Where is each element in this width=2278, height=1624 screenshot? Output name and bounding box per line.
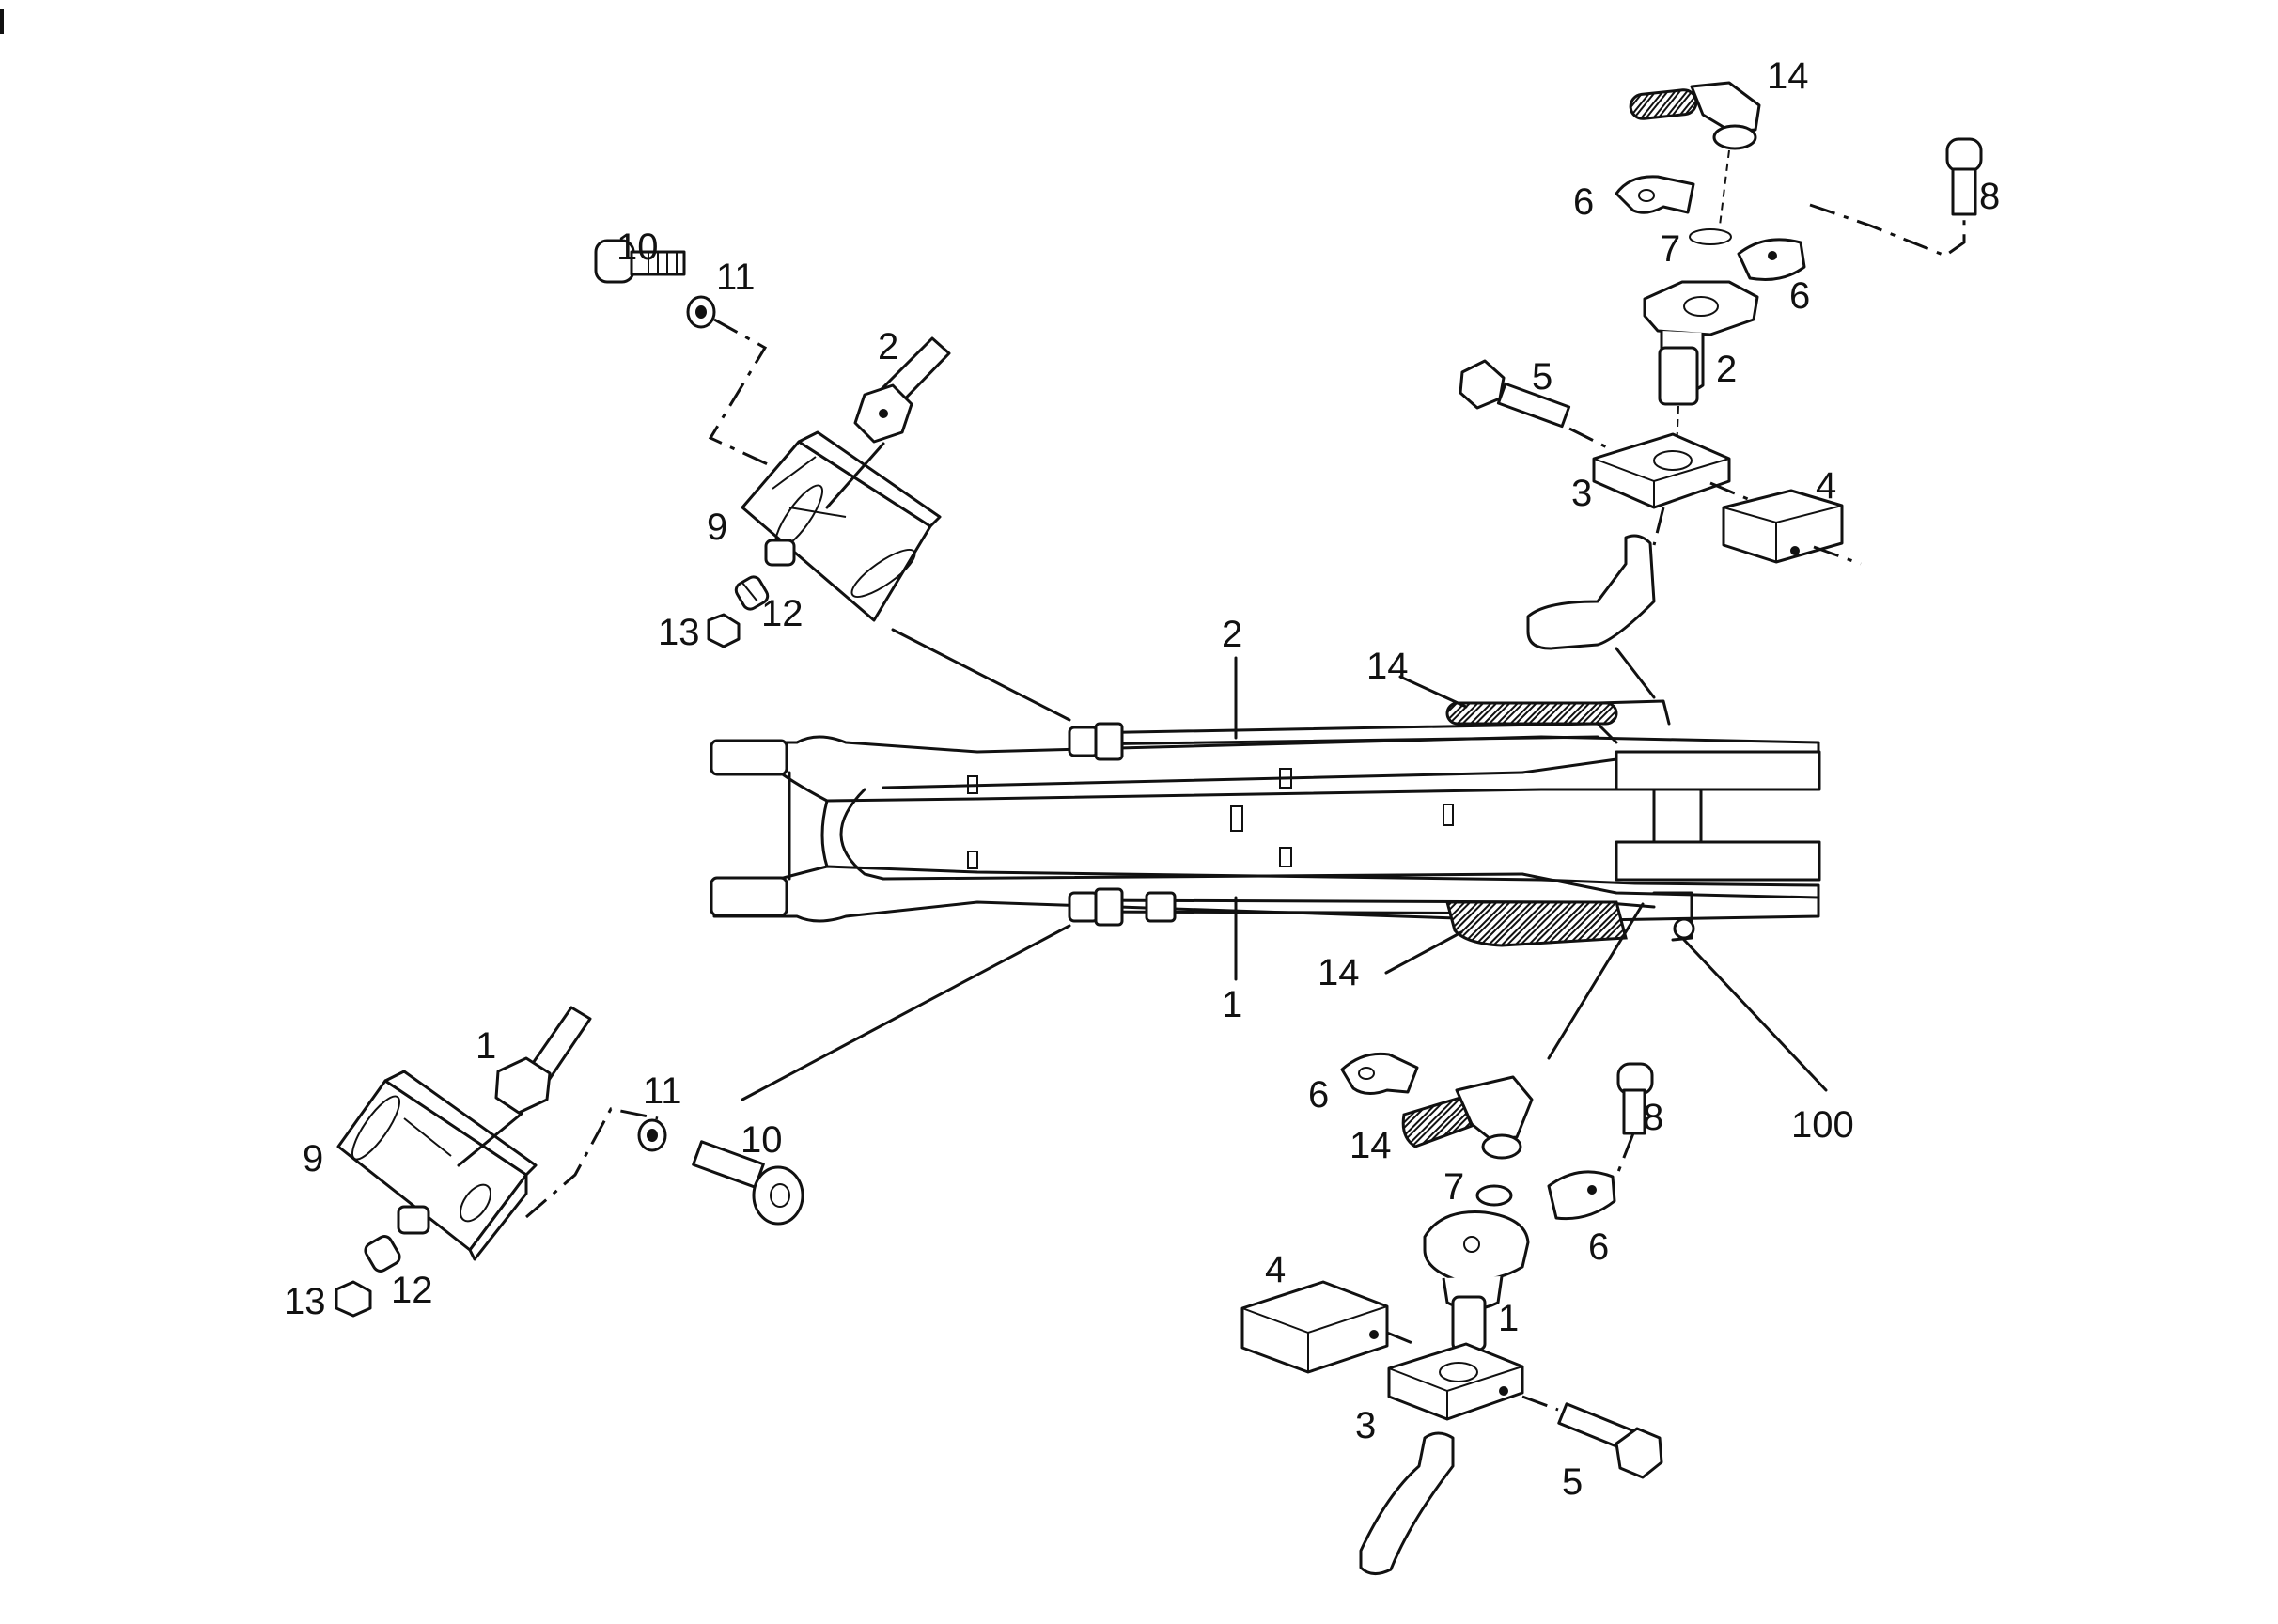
leader-lines bbox=[741, 628, 1828, 1101]
valve-assembly-bottom-right bbox=[1240, 1052, 1663, 1575]
callout-8: 8 bbox=[1979, 176, 2000, 217]
callout-6: 6 bbox=[1308, 1074, 1329, 1116]
callout-10: 10 bbox=[616, 226, 659, 268]
callout-5: 5 bbox=[1532, 356, 1552, 398]
callout-13: 13 bbox=[284, 1281, 326, 1322]
bracket-assembly-bottom-left bbox=[335, 1006, 804, 1318]
callout-8: 8 bbox=[1643, 1097, 1663, 1138]
callout-4: 4 bbox=[1265, 1249, 1286, 1290]
callout-3: 3 bbox=[1355, 1405, 1376, 1446]
callout-9: 9 bbox=[303, 1138, 323, 1179]
callout-2: 2 bbox=[878, 326, 898, 367]
callout-labels: 10 11 2 9 13 12 2 14 14 1 100 1 9 11 10 … bbox=[284, 55, 2000, 1503]
callout-12: 12 bbox=[761, 593, 804, 634]
callout-9: 9 bbox=[707, 507, 727, 548]
callout-1: 1 bbox=[476, 1025, 496, 1067]
callout-6: 6 bbox=[1789, 275, 1810, 317]
callout-2: 2 bbox=[1716, 349, 1737, 390]
callout-10: 10 bbox=[741, 1119, 783, 1161]
callout-13: 13 bbox=[658, 612, 700, 653]
corner-mark bbox=[0, 9, 4, 34]
callout-5: 5 bbox=[1562, 1461, 1583, 1503]
callout-7: 7 bbox=[1660, 228, 1680, 270]
callout-4: 4 bbox=[1816, 465, 1836, 507]
callout-7: 7 bbox=[1443, 1166, 1464, 1208]
callout-100: 100 bbox=[1791, 1104, 1854, 1146]
callout-14: 14 bbox=[1350, 1125, 1392, 1166]
callout-14: 14 bbox=[1767, 55, 1809, 97]
callout-6: 6 bbox=[1573, 181, 1594, 223]
callout-12: 12 bbox=[391, 1270, 433, 1311]
valve-assembly-top-right bbox=[1459, 81, 1983, 650]
callout-3: 3 bbox=[1571, 473, 1592, 514]
callout-1: 1 bbox=[1498, 1298, 1519, 1339]
callout-6: 6 bbox=[1588, 1226, 1609, 1268]
bracket-assembly-top-left bbox=[594, 239, 951, 648]
callout-14: 14 bbox=[1366, 646, 1409, 687]
main-arm bbox=[710, 699, 1821, 947]
callout-1: 1 bbox=[1222, 984, 1242, 1025]
callout-11: 11 bbox=[716, 257, 756, 298]
callout-2: 2 bbox=[1222, 614, 1242, 655]
callout-11: 11 bbox=[643, 1070, 682, 1112]
callout-14: 14 bbox=[1318, 952, 1360, 993]
